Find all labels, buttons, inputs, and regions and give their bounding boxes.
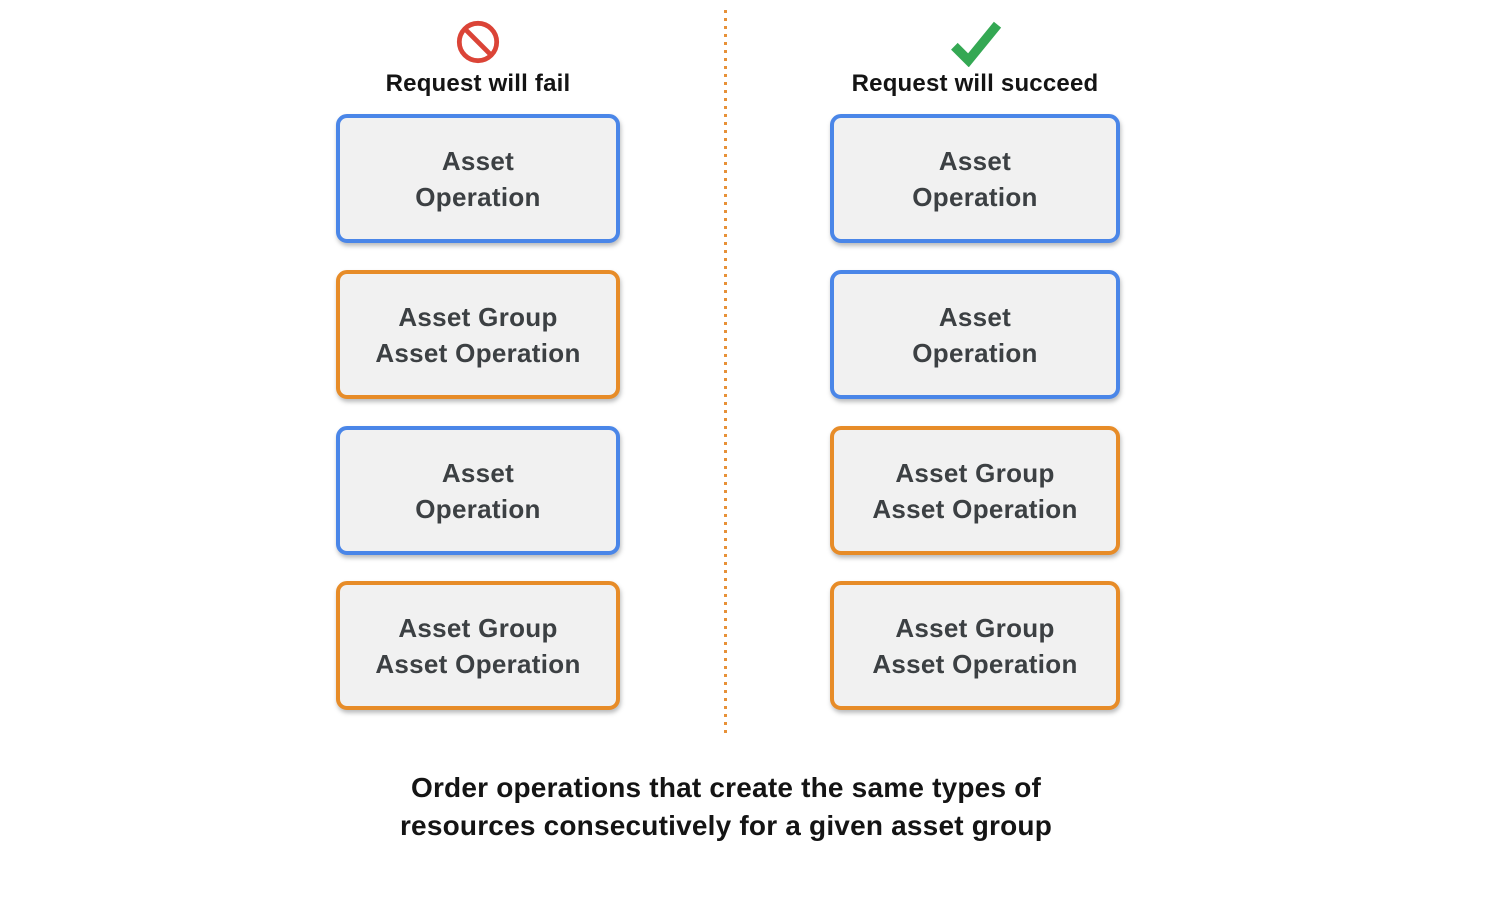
box-label-line: Asset Operation: [375, 337, 581, 368]
box-label-line: Asset Operation: [872, 648, 1078, 679]
box-label: Asset Group Asset Operation: [872, 455, 1077, 527]
box-label-line: Operation: [415, 181, 541, 212]
box-label-line: Asset Group: [895, 612, 1055, 643]
fail-icon-wrap: [336, 16, 620, 68]
caption-line: resources consecutively for a given asse…: [399, 810, 1053, 841]
box-label: Asset Group Asset Operation: [375, 299, 580, 371]
fail-box-asset-operation-2: Asset Operation: [336, 426, 620, 555]
box-label: Asset Group Asset Operation: [375, 610, 580, 682]
prohibited-icon: [456, 20, 500, 64]
box-label-line: Asset Group: [895, 457, 1055, 488]
box-label-line: Asset: [441, 145, 515, 176]
box-label: Asset Operation: [415, 143, 541, 215]
box-label-line: Asset: [938, 301, 1012, 332]
fail-column-title: Request will fail: [385, 70, 571, 97]
succeed-box-asset-operation-1: Asset Operation: [830, 114, 1120, 243]
succeed-box-asset-group-asset-operation-2: Asset Group Asset Operation: [830, 581, 1120, 710]
box-label: Asset Operation: [912, 143, 1038, 215]
box-label-line: Asset Group: [398, 612, 558, 643]
checkmark-icon: [951, 21, 1002, 67]
fail-box-asset-group-asset-operation-2: Asset Group Asset Operation: [336, 581, 620, 710]
fail-column-header: Request will fail: [336, 16, 620, 98]
succeed-box-asset-group-asset-operation-1: Asset Group Asset Operation: [830, 426, 1120, 555]
succeed-column-title: Request will succeed: [851, 70, 1099, 97]
succeed-icon-wrap: [830, 16, 1120, 68]
succeed-box-asset-operation-2: Asset Operation: [830, 270, 1120, 399]
box-label-line: Asset Operation: [375, 648, 581, 679]
box-label-line: Asset Operation: [872, 493, 1078, 524]
column-divider: [724, 10, 727, 737]
box-label: Asset Group Asset Operation: [872, 610, 1077, 682]
box-label-line: Asset: [938, 145, 1012, 176]
box-label-line: Operation: [912, 181, 1038, 212]
succeed-column-header: Request will succeed: [830, 16, 1120, 98]
box-label-line: Operation: [912, 337, 1038, 368]
fail-box-asset-group-asset-operation-1: Asset Group Asset Operation: [336, 270, 620, 399]
box-label: Asset Operation: [912, 299, 1038, 371]
diagram-caption: Order operations that create the same ty…: [0, 769, 1452, 845]
box-label-line: Operation: [415, 493, 541, 524]
box-label-line: Asset: [441, 457, 515, 488]
box-label: Asset Operation: [415, 455, 541, 527]
fail-box-asset-operation-1: Asset Operation: [336, 114, 620, 243]
caption-line: Order operations that create the same ty…: [410, 772, 1042, 803]
box-label-line: Asset Group: [398, 301, 558, 332]
